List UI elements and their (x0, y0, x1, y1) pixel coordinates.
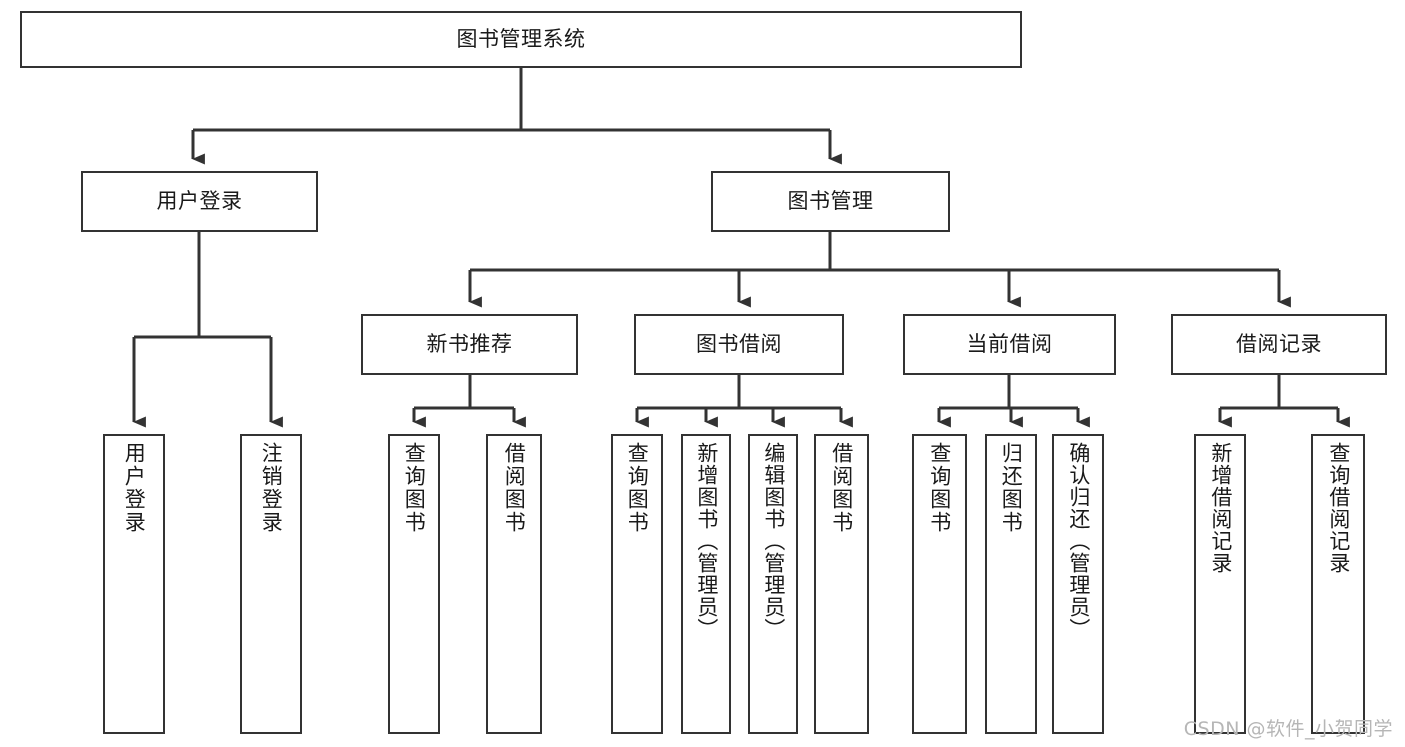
node-leaf-borrow-book-bor[interactable]: 借阅图书 (814, 434, 869, 734)
node-leaf-logout-label: 注销登录 (259, 442, 284, 534)
node-leaf-confirm-return-label: 确认归还（管理员） (1066, 442, 1091, 640)
node-leaf-add-record[interactable]: 新增借阅记录 (1194, 434, 1246, 734)
node-user-login[interactable]: 用户登录 (81, 171, 318, 232)
node-leaf-borrow-book-rec-label: 借阅图书 (502, 442, 527, 534)
node-current-borrow-label: 当前借阅 (966, 332, 1053, 357)
node-leaf-confirm-return[interactable]: 确认归还（管理员） (1052, 434, 1104, 734)
node-book-manage[interactable]: 图书管理 (711, 171, 950, 232)
node-leaf-query-book-bor[interactable]: 查询图书 (611, 434, 663, 734)
node-leaf-borrow-book-rec[interactable]: 借阅图书 (486, 434, 542, 734)
node-new-book-rec-label: 新书推荐 (426, 332, 513, 357)
node-borrow-record-label: 借阅记录 (1236, 332, 1322, 357)
node-leaf-query-record-label: 查询借阅记录 (1326, 442, 1351, 574)
node-book-manage-label: 图书管理 (787, 189, 874, 214)
node-leaf-edit-book-label: 编辑图书（管理员） (761, 442, 786, 640)
csdn-watermark: CSDN @软件_小贺同学 (1183, 718, 1393, 740)
node-user-login-label: 用户登录 (156, 189, 243, 214)
node-leaf-query-book-cur-label: 查询图书 (927, 442, 952, 534)
node-leaf-add-book-label: 新增图书（管理员） (694, 442, 719, 640)
node-leaf-user-login[interactable]: 用户登录 (103, 434, 165, 734)
node-leaf-logout[interactable]: 注销登录 (240, 434, 302, 734)
node-leaf-return-book[interactable]: 归还图书 (985, 434, 1037, 734)
node-leaf-query-book-bor-label: 查询图书 (625, 442, 650, 534)
node-leaf-edit-book[interactable]: 编辑图书（管理员） (748, 434, 798, 734)
node-root[interactable]: 图书管理系统 (20, 11, 1022, 68)
node-leaf-add-record-label: 新增借阅记录 (1208, 442, 1233, 574)
node-book-borrow-label: 图书借阅 (696, 332, 782, 357)
node-current-borrow[interactable]: 当前借阅 (903, 314, 1116, 375)
node-leaf-return-book-label: 归还图书 (999, 442, 1024, 534)
node-leaf-query-book-cur[interactable]: 查询图书 (912, 434, 967, 734)
node-leaf-add-book[interactable]: 新增图书（管理员） (681, 434, 731, 734)
node-leaf-query-book-rec[interactable]: 查询图书 (388, 434, 440, 734)
node-leaf-query-book-rec-label: 查询图书 (402, 442, 427, 534)
node-book-borrow[interactable]: 图书借阅 (634, 314, 844, 375)
node-root-label: 图书管理系统 (456, 27, 586, 52)
node-new-book-rec[interactable]: 新书推荐 (361, 314, 578, 375)
node-leaf-query-record[interactable]: 查询借阅记录 (1311, 434, 1365, 734)
node-leaf-borrow-book-bor-label: 借阅图书 (829, 442, 854, 534)
node-leaf-user-login-label: 用户登录 (122, 442, 147, 534)
node-borrow-record[interactable]: 借阅记录 (1171, 314, 1387, 375)
